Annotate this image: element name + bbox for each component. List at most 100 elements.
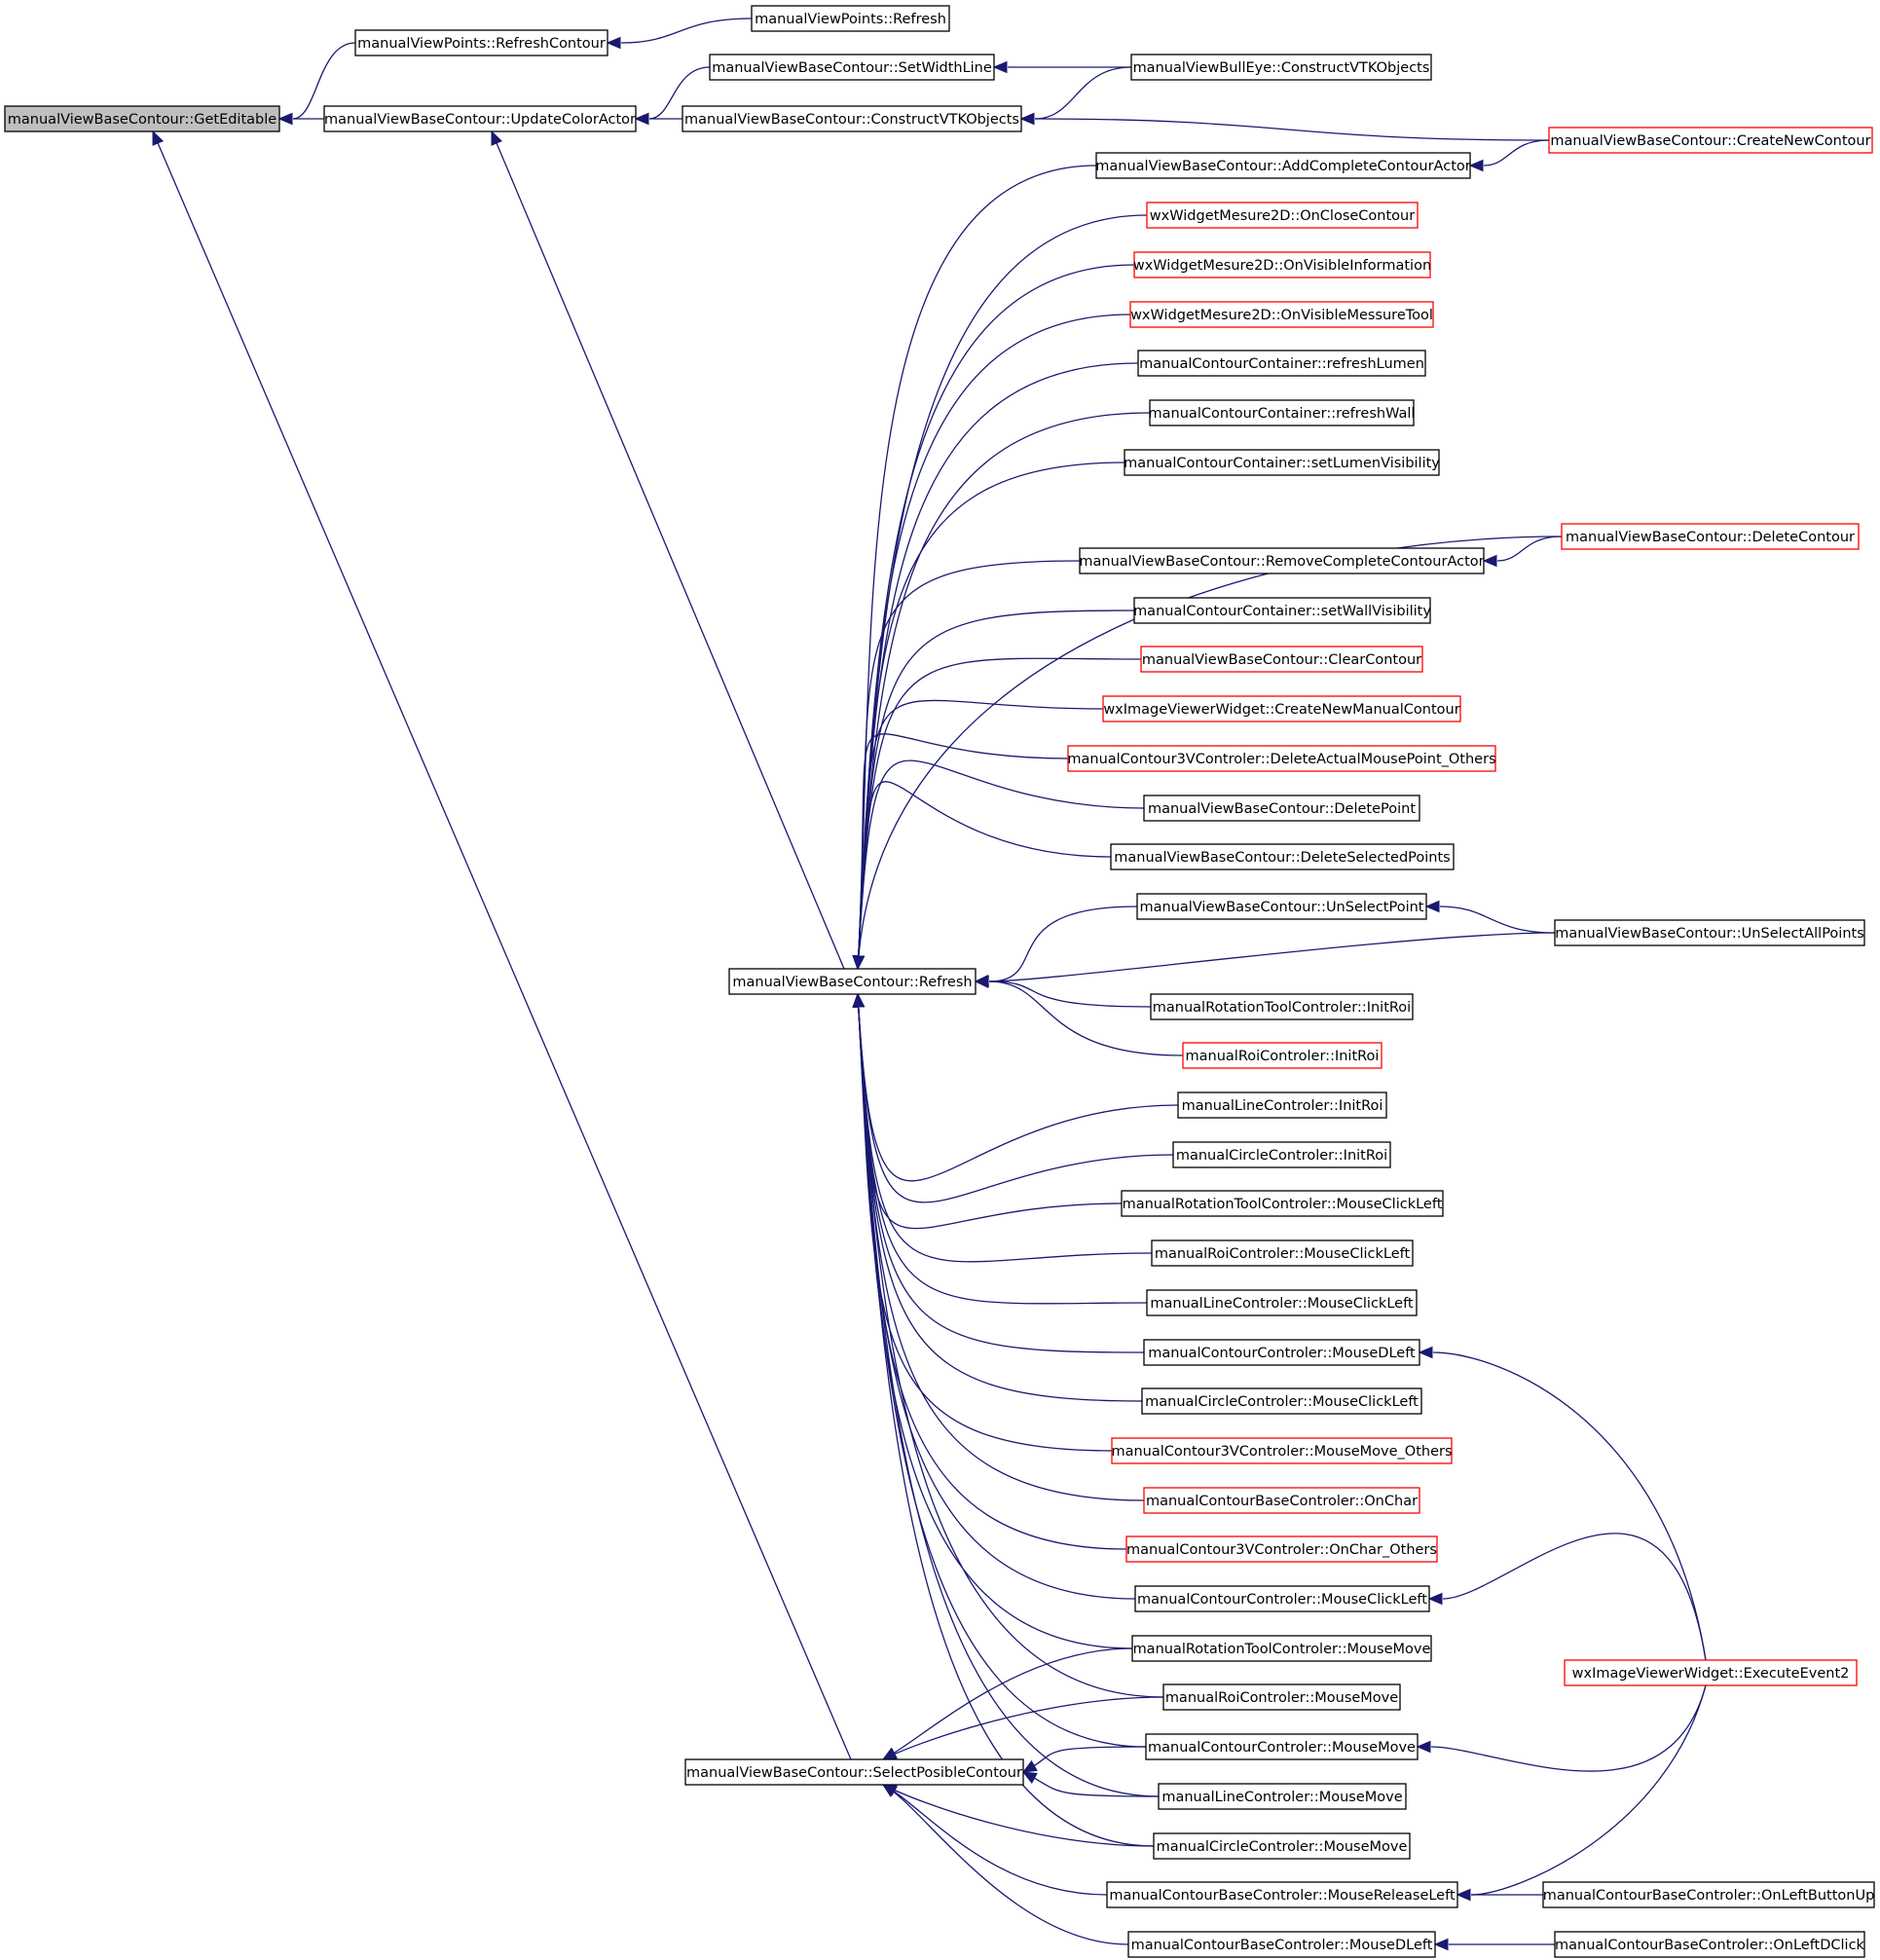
node-onLeftDClick[interactable]: manualContourBaseControler::OnLeftDClick bbox=[1554, 1931, 1865, 1958]
node-deleteContour[interactable]: manualViewBaseContour::DeleteContour bbox=[1561, 523, 1860, 550]
edge-circleInitRoi-refresh bbox=[857, 993, 1174, 1203]
edge-contourClickLeft-refresh bbox=[857, 993, 1136, 1600]
edge-refreshWall-refresh bbox=[857, 412, 1151, 970]
node-label: manualViewBaseContour::DeleteContour bbox=[1566, 530, 1855, 545]
node-box bbox=[1129, 301, 1434, 328]
edge-lineInitRoi-refresh bbox=[857, 993, 1179, 1182]
node-bullEyeConstruct[interactable]: manualViewBullEye::ConstructVTKObjects bbox=[1130, 54, 1432, 81]
node-onLeftButtonUp[interactable]: manualContourBaseControler::OnLeftButton… bbox=[1542, 1881, 1875, 1908]
node-roiClickLeft[interactable]: manualRoiControler::MouseClickLeft bbox=[1151, 1239, 1414, 1267]
node-label: manualContourBaseControler::MouseRelease… bbox=[1109, 1888, 1456, 1904]
edge-roiMove-selectPosible bbox=[882, 1696, 1164, 1760]
node-refresh[interactable]: manualViewBaseContour::Refresh bbox=[728, 968, 977, 995]
node-box bbox=[1125, 1535, 1438, 1563]
node-label: manualLineControler::MouseMove bbox=[1161, 1790, 1402, 1805]
node-onCharOthers[interactable]: manualContour3VControler::OnChar_Others bbox=[1125, 1535, 1438, 1563]
node-baseDLeft[interactable]: manualContourBaseControler::MouseDLeft bbox=[1127, 1931, 1436, 1958]
node-contourClickLeft[interactable]: manualContourControler::MouseClickLeft bbox=[1134, 1585, 1430, 1612]
node-deleteSelected[interactable]: manualViewBaseContour::DeleteSelectedPoi… bbox=[1110, 843, 1455, 870]
node-label: manualViewBaseContour::SetWidthLine bbox=[712, 60, 992, 76]
node-constructVTK[interactable]: manualViewBaseContour::ConstructVTKObjec… bbox=[682, 105, 1022, 132]
node-createNewContour[interactable]: manualViewBaseContour::CreateNewContour bbox=[1548, 127, 1873, 154]
node-clearContour[interactable]: manualViewBaseContour::ClearContour bbox=[1140, 646, 1423, 673]
edge-executeEvent2-contourMove bbox=[1430, 1684, 1707, 1772]
node-getEditable[interactable]: manualViewBaseContour::GetEditable bbox=[4, 105, 280, 132]
node-setLumenVis[interactable]: manualContourContainer::setLumenVisibili… bbox=[1124, 449, 1440, 476]
edge-contourDLeft-refresh bbox=[857, 993, 1145, 1353]
node-label: manualRoiControler::MouseMove bbox=[1165, 1690, 1398, 1706]
node-lineMove[interactable]: manualLineControler::MouseMove bbox=[1158, 1783, 1407, 1810]
node-label: manualRoiControler::InitRoi bbox=[1186, 1049, 1380, 1064]
edge-arrowhead bbox=[992, 60, 1008, 74]
node-label: manualViewBaseContour::Refresh bbox=[732, 975, 972, 990]
node-box bbox=[1133, 251, 1431, 278]
node-label: manualContourBaseControler::OnLeftDClick bbox=[1555, 1938, 1865, 1953]
node-onCloseContour[interactable]: wxWidgetMesure2D::OnCloseContour bbox=[1146, 202, 1419, 229]
node-deleteActualMouse[interactable]: manualContour3VControler::DeleteActualMo… bbox=[1067, 745, 1496, 772]
node-createNewManual[interactable]: wxImageViewerWidget::CreateNewManualCont… bbox=[1102, 695, 1461, 722]
node-box bbox=[1143, 795, 1420, 822]
edge-lineMove-selectPosible bbox=[1022, 1771, 1160, 1797]
node-circleClickLeft[interactable]: manualCircleControler::MouseClickLeft bbox=[1141, 1387, 1422, 1415]
edge-arrowhead bbox=[1468, 159, 1484, 172]
node-baseReleaseLeft[interactable]: manualContourBaseControler::MouseRelease… bbox=[1106, 1881, 1458, 1908]
node-deletePoint[interactable]: manualViewBaseContour::DeletePoint bbox=[1143, 795, 1420, 822]
node-box bbox=[751, 5, 950, 32]
node-refreshWall[interactable]: manualContourContainer::refreshWall bbox=[1149, 399, 1416, 426]
node-label: manualViewBaseContour::RemoveCompleteCon… bbox=[1079, 554, 1484, 570]
node-box bbox=[1131, 1635, 1432, 1662]
node-box bbox=[1133, 597, 1431, 624]
node-label: manualContourBaseControler::OnLeftButton… bbox=[1543, 1888, 1875, 1904]
node-roiMove[interactable]: manualRoiControler::MouseMove bbox=[1162, 1683, 1401, 1711]
node-label: manualRotationToolControler::InitRoi bbox=[1153, 1000, 1411, 1016]
node-box bbox=[1172, 1141, 1391, 1168]
node-lineClickLeft[interactable]: manualLineControler::MouseClickLeft bbox=[1146, 1289, 1418, 1316]
node-addCompleteActor[interactable]: manualViewBaseContour::AddCompleteContou… bbox=[1095, 152, 1471, 179]
node-pRefreshContour[interactable]: manualViewPoints::RefreshContour bbox=[354, 29, 608, 56]
node-box bbox=[1158, 1783, 1407, 1810]
edge-arrowhead bbox=[1021, 1771, 1038, 1784]
node-pRefresh[interactable]: manualViewPoints::Refresh bbox=[751, 5, 950, 32]
edge-arrowhead bbox=[491, 129, 503, 146]
node-rotMove[interactable]: manualRotationToolControler::MouseMove bbox=[1131, 1635, 1432, 1662]
node-setWidthLine[interactable]: manualViewBaseContour::SetWidthLine bbox=[709, 54, 995, 81]
node-box bbox=[1554, 919, 1865, 946]
node-removeCompleteActor[interactable]: manualViewBaseContour::RemoveCompleteCon… bbox=[1079, 547, 1485, 574]
node-box bbox=[728, 968, 977, 995]
edge-deleteActualMouse-refresh bbox=[857, 733, 1069, 970]
node-unSelectAll[interactable]: manualViewBaseContour::UnSelectAllPoints bbox=[1554, 919, 1865, 946]
node-selectPosible[interactable]: manualViewBaseContour::SelectPosibleCont… bbox=[684, 1758, 1024, 1786]
edges-layer bbox=[152, 18, 1707, 1951]
node-onVisibleInfo[interactable]: wxWidgetMesure2D::OnVisibleInformation bbox=[1133, 251, 1431, 278]
node-roiInitRoi[interactable]: manualRoiControler::InitRoi bbox=[1182, 1042, 1382, 1069]
node-executeEvent2[interactable]: wxImageViewerWidget::ExecuteEvent2 bbox=[1564, 1659, 1858, 1686]
node-contourDLeft[interactable]: manualContourControler::MouseDLeft bbox=[1143, 1339, 1420, 1366]
node-mouseMoveOthers[interactable]: manualContour3VControler::MouseMove_Othe… bbox=[1111, 1437, 1453, 1464]
node-circleInitRoi[interactable]: manualCircleControler::InitRoi bbox=[1172, 1141, 1391, 1168]
edge-rotMove-refresh bbox=[857, 993, 1133, 1649]
edge-arrowhead bbox=[1433, 1938, 1449, 1951]
edge-roiInitRoi-refresh bbox=[988, 980, 1184, 1056]
node-rotInitRoi[interactable]: manualRotationToolControler::InitRoi bbox=[1150, 993, 1414, 1020]
node-contourMove[interactable]: manualContourControler::MouseMove bbox=[1145, 1733, 1419, 1760]
node-onVisibleMesTool[interactable]: wxWidgetMesure2D::OnVisibleMessureTool bbox=[1129, 301, 1434, 328]
edge-deleteSelected-refresh bbox=[857, 781, 1112, 970]
node-circleMove[interactable]: manualCircleControler::MouseMove bbox=[1153, 1832, 1411, 1860]
node-label: manualLineControler::InitRoi bbox=[1182, 1098, 1383, 1114]
node-setWallVis[interactable]: manualContourContainer::setWallVisibilit… bbox=[1133, 597, 1431, 624]
node-box bbox=[1145, 1733, 1419, 1760]
node-label: wxImageViewerWidget::CreateNewManualCont… bbox=[1103, 702, 1459, 718]
node-unSelectPoint[interactable]: manualViewBaseContour::UnSelectPoint bbox=[1136, 893, 1427, 920]
node-box bbox=[1130, 54, 1432, 81]
node-updateColorActor[interactable]: manualViewBaseContour::UpdateColorActor bbox=[323, 105, 637, 132]
node-lineInitRoi[interactable]: manualLineControler::InitRoi bbox=[1177, 1091, 1387, 1119]
node-baseOnChar[interactable]: manualContourBaseControler::OnChar bbox=[1143, 1487, 1420, 1514]
node-label: manualViewBaseContour::UnSelectPoint bbox=[1140, 900, 1424, 915]
node-box bbox=[1153, 1832, 1411, 1860]
node-rotClickLeft[interactable]: manualRotationToolControler::MouseClickL… bbox=[1121, 1190, 1444, 1217]
edge-removeCompleteActor-refresh bbox=[857, 560, 1081, 970]
edge-createNewManual-refresh bbox=[857, 699, 1104, 970]
node-refreshLumen[interactable]: manualContourContainer::refreshLumen bbox=[1137, 350, 1426, 377]
edge-arrowhead bbox=[1427, 1592, 1443, 1606]
edge-executeEvent2-baseReleaseLeft bbox=[1470, 1684, 1707, 1896]
